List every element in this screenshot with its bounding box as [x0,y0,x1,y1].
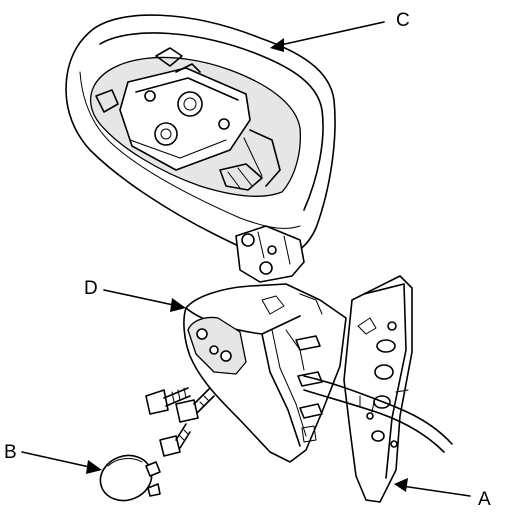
cap [99,454,161,502]
cable [303,375,453,453]
arrowhead [86,460,102,474]
label-d: D [84,278,98,299]
base-cover [343,275,413,503]
leader-lines [21,21,471,497]
mounting-base [183,283,347,463]
mirror-housing [65,14,336,283]
label-b: B [4,442,17,463]
label-c: C [396,10,410,31]
label-a: A [478,489,491,510]
arrowhead [270,38,284,52]
bolt [175,387,215,423]
arrowhead [394,478,408,492]
bolt [159,423,191,457]
bolts [145,387,215,457]
arrowhead [170,298,186,312]
bolt [145,387,191,415]
